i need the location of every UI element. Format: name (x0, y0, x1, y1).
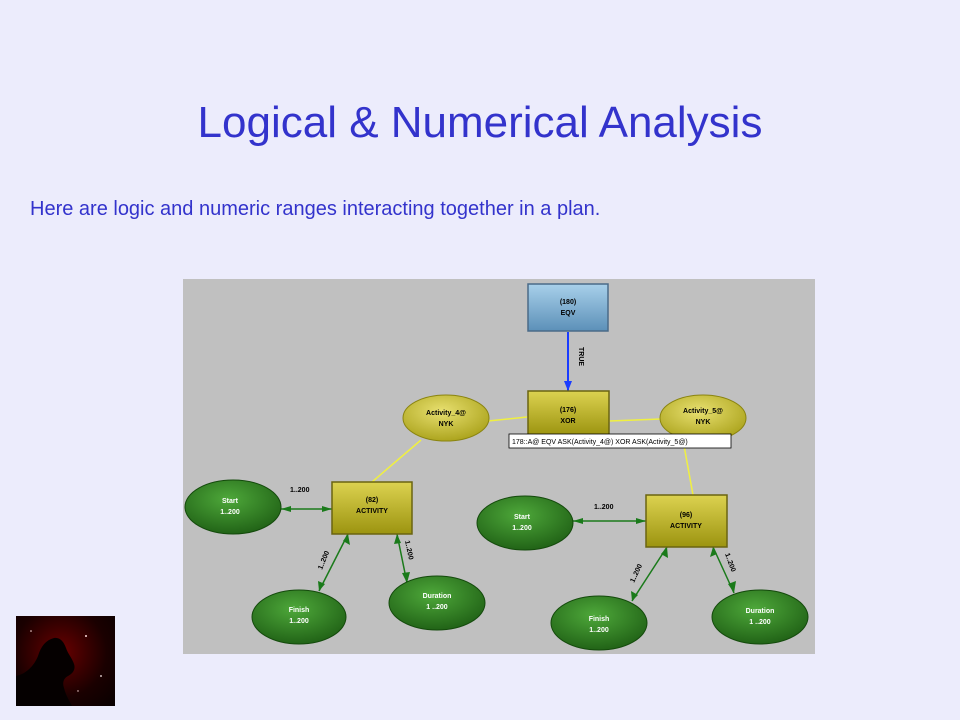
edge-duration1-tail (394, 534, 401, 544)
edge-label-start2: 1..200 (594, 504, 614, 511)
node-finish-2[interactable]: Finish 1..200 (550, 595, 648, 651)
node-start-1[interactable]: Start 1..200 (184, 479, 282, 535)
node-duration-2[interactable]: Duration 1 ..200 (711, 589, 809, 645)
edge-activity96-finish2 (631, 546, 668, 602)
node-finish-2-shape (550, 595, 648, 651)
node-finish-1-name: Finish (289, 607, 310, 614)
node-activity-82-id: (82) (366, 497, 378, 504)
tooltip-box (508, 433, 732, 449)
edge-act5-activity96 (682, 439, 694, 496)
node-finish-1-range: 1..200 (289, 618, 309, 625)
node-activity-96[interactable]: (96) ACTIVITY (645, 494, 728, 548)
node-duration-1[interactable]: Duration 1 ..200 (388, 575, 486, 631)
plan-diagram: TRUE 1..200 1..200 1..200 1..200 1..200 … (183, 279, 815, 654)
node-duration-2-range: 1 ..200 (749, 619, 771, 626)
node-activity-82-label: ACTIVITY (356, 508, 388, 515)
node-duration-1-name: Duration (423, 593, 452, 600)
edge-start1-tail (322, 506, 332, 512)
tooltip-text: 178::A@ EQV ASK(Activity_4@) XOR ASK(Act… (512, 439, 688, 446)
slide-title: Logical & Numerical Analysis (197, 98, 763, 147)
node-duration-2-shape (711, 589, 809, 645)
node-start-2[interactable]: Start 1..200 (476, 495, 574, 551)
node-xor-box (527, 390, 610, 436)
edge-label-start1: 1..200 (290, 487, 310, 494)
node-finish-2-name: Finish (589, 616, 610, 623)
edge-finish1-arrowhead (318, 581, 325, 591)
edge-eqv-xor-arrowhead (564, 381, 572, 391)
edge-start2-arrowhead (573, 518, 583, 524)
edge-label-finish1: 1..200 (317, 550, 331, 571)
node-duration-1-shape (388, 575, 486, 631)
node-duration-2-name: Duration (746, 608, 775, 615)
node-start-1-shape (184, 479, 282, 535)
node-eqv-id: (180) (560, 299, 576, 306)
node-start-2-shape (476, 495, 574, 551)
node-xor-label: XOR (560, 418, 575, 425)
edge-label-true: TRUE (577, 347, 584, 366)
node-activity-4[interactable]: Activity_4@ NYK (402, 394, 490, 442)
node-start-2-range: 1..200 (512, 525, 532, 532)
plan-diagram-canvas: TRUE 1..200 1..200 1..200 1..200 1..200 … (184, 283, 809, 651)
edge-duration2-tail (710, 547, 717, 557)
edge-activity82-finish1 (318, 533, 349, 592)
node-start-2-name: Start (514, 514, 531, 521)
node-start-1-range: 1..200 (220, 509, 240, 516)
node-activity-4-shape (402, 394, 490, 442)
horsehead-nebula-image (16, 616, 115, 706)
node-finish-1[interactable]: Finish 1..200 (251, 589, 347, 645)
node-eqv-box (527, 283, 609, 332)
edge-duration1-arrowhead (402, 572, 410, 583)
node-activity-82[interactable]: (82) ACTIVITY (331, 481, 413, 535)
node-activity-96-label: ACTIVITY (670, 523, 702, 530)
edge-act4-activity82 (371, 439, 422, 483)
edge-label-finish2: 1..200 (629, 563, 644, 584)
edge-xor-act5 (608, 418, 662, 422)
node-duration-1-range: 1 ..200 (426, 604, 448, 611)
edge-xor-act4 (487, 416, 528, 422)
edge-finish1-tail (343, 534, 350, 545)
edge-finish2-tail (661, 547, 668, 558)
node-activity-82-box (331, 481, 413, 535)
node-activity-96-box (645, 494, 728, 548)
edge-start1-arrowhead (281, 506, 291, 512)
node-start-1-name: Start (222, 498, 239, 505)
node-xor[interactable]: (176) XOR (527, 390, 610, 436)
edge-label-duration2: 1..200 (723, 552, 736, 573)
node-activity-5[interactable]: Activity_5@ NYK (659, 394, 747, 442)
edges (281, 332, 736, 602)
edge-finish2-arrowhead (631, 591, 638, 601)
node-eqv[interactable]: (180) EQV (527, 283, 609, 332)
node-activity-4-name: Activity_4@ (426, 410, 466, 417)
node-eqv-label: EQV (561, 310, 576, 317)
edge-start2-tail (636, 518, 646, 524)
tooltip: 178::A@ EQV ASK(Activity_4@) XOR ASK(Act… (508, 433, 732, 449)
edge-label-duration1: 1..200 (403, 540, 414, 561)
node-activity-5-loc: NYK (696, 419, 711, 426)
node-finish-1-shape (251, 589, 347, 645)
node-finish-2-range: 1..200 (589, 627, 609, 634)
node-activity-5-name: Activity_5@ (683, 408, 723, 415)
slide-subtitle: Here are logic and numeric ranges intera… (30, 198, 601, 220)
node-activity-96-id: (96) (680, 512, 692, 519)
edge-duration2-arrowhead (728, 581, 736, 593)
node-activity-4-loc: NYK (439, 421, 454, 428)
node-xor-id: (176) (560, 407, 576, 414)
nebula-silhouette (16, 630, 102, 706)
